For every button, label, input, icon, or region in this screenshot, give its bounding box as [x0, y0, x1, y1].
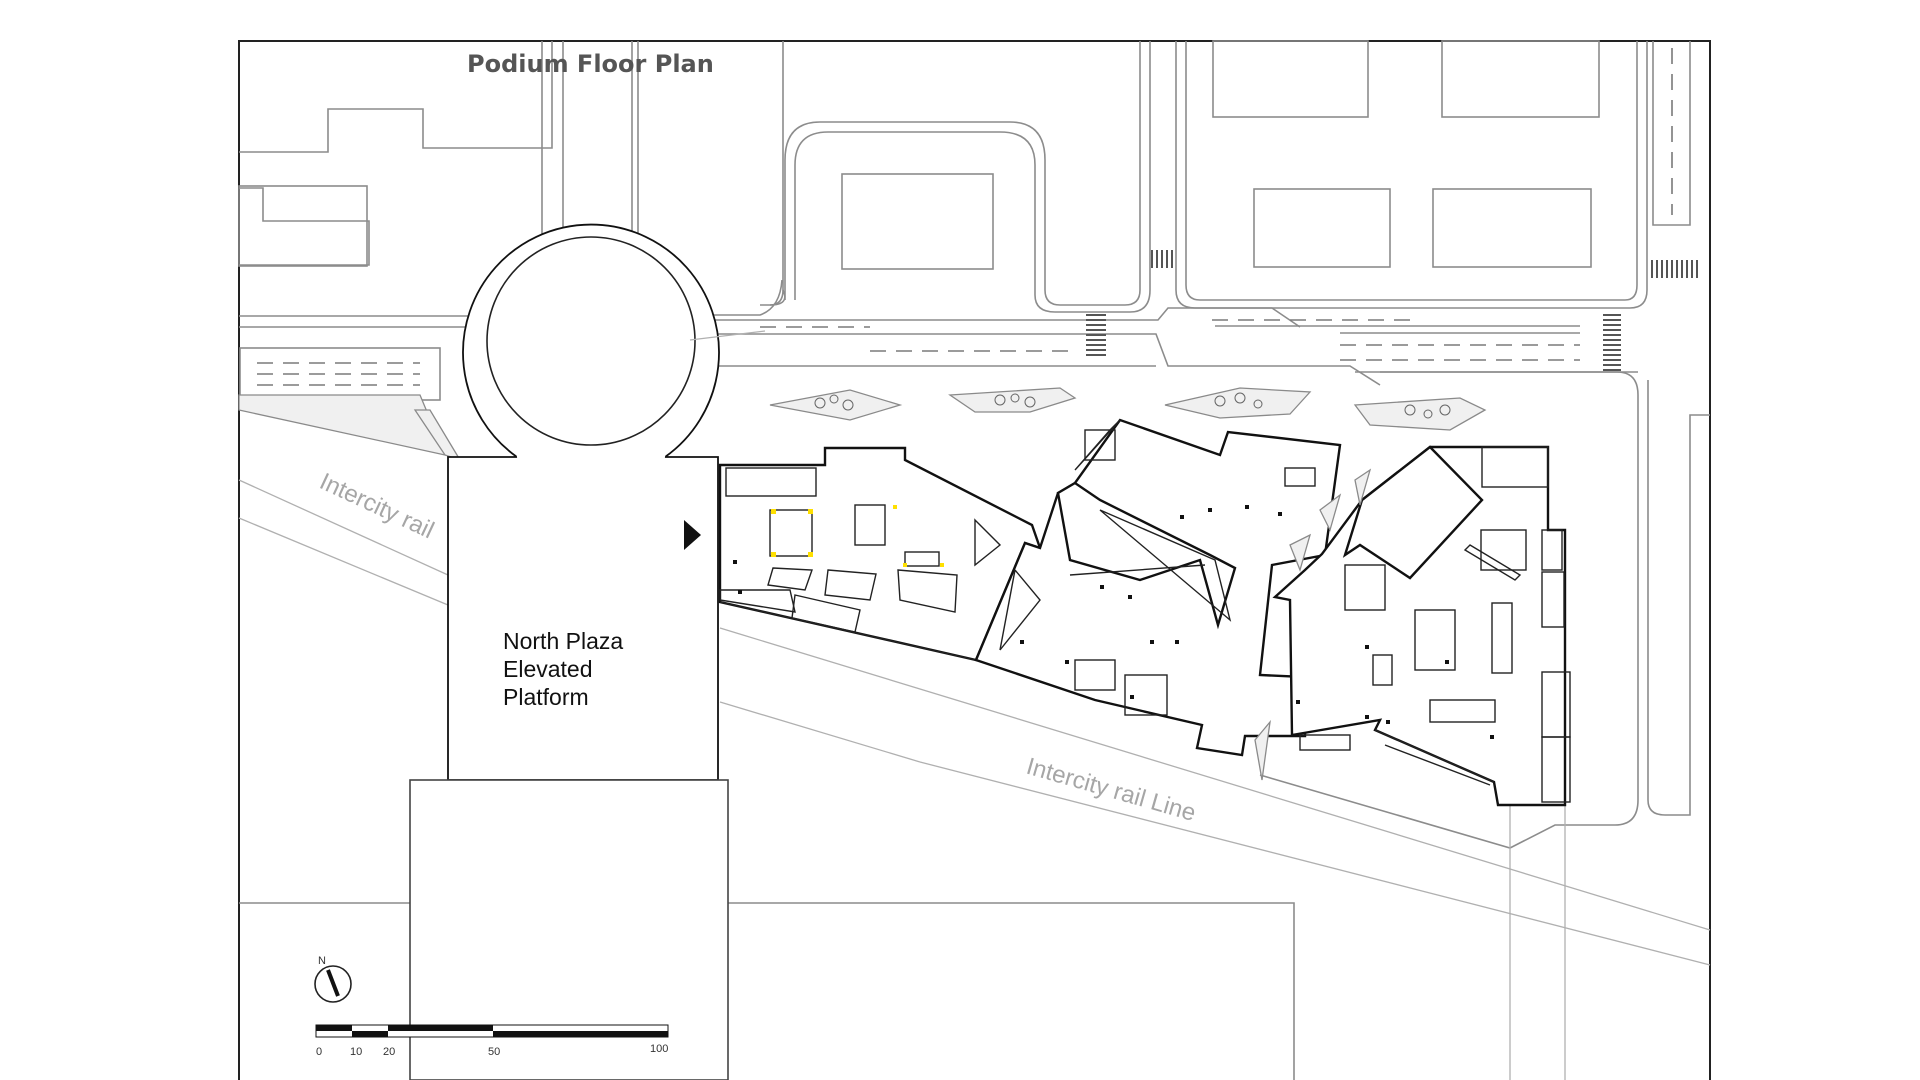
north-arrow-icon: N [314, 955, 352, 1003]
north-label: N [318, 955, 326, 967]
scale-tick-20: 20 [383, 1046, 395, 1058]
rail-label-long: Intercity rail Line [1023, 753, 1198, 827]
scale-tick-10: 10 [350, 1046, 362, 1058]
plaza-label-line1: North Plaza [503, 628, 623, 654]
scale-tick-100: 100 [650, 1043, 668, 1055]
scale-bar: 0 10 20 50 100 [315, 1024, 669, 1058]
rail-label-short: Intercity rail [315, 468, 438, 544]
plaza-label-line2: Elevated [503, 656, 593, 682]
context-blocks [238, 40, 1710, 849]
scale-tick-50: 50 [488, 1046, 500, 1058]
scale-tick-0: 0 [316, 1046, 322, 1058]
planters [633, 387, 1487, 431]
plaza-label-line3: Platform [503, 684, 589, 710]
page-title: Podium Floor Plan [467, 50, 714, 78]
drawing-frame [238, 40, 1711, 1080]
entry-arrow-icon [684, 520, 701, 550]
elevated-platform [409, 223, 766, 1080]
podium-building [718, 418, 1571, 807]
